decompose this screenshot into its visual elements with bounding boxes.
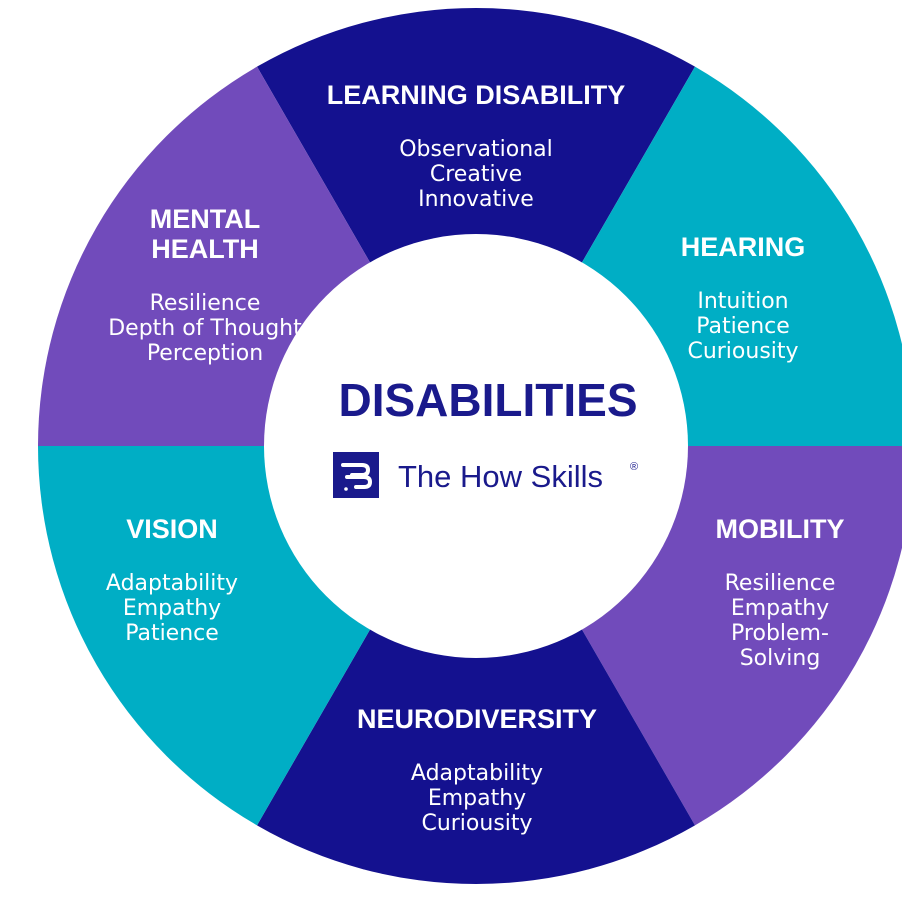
segment-title-neurodiversity: NEURODIVERSITY	[357, 704, 597, 734]
segment-neurodiversity	[257, 446, 695, 884]
segment-skill-learning-disability: Innovative	[418, 187, 534, 212]
center-circle	[264, 234, 688, 658]
segment-skill-mental-health: Depth of Thought	[108, 316, 302, 341]
segment-skill-mobility: Empathy	[731, 596, 829, 621]
segment-title-learning-disability: LEARNING DISABILITY	[327, 80, 626, 110]
segment-label-neurodiversity: NEURODIVERSITY AdaptabilityEmpathyCurious…	[357, 704, 597, 836]
segment-title-hearing: HEARING	[681, 232, 806, 262]
segment-skill-hearing: Patience	[696, 314, 790, 339]
brand-registered-mark: ®	[630, 461, 638, 473]
segment-label-learning-disability: LEARNING DISABILITY ObservationalCreative…	[327, 80, 626, 212]
segment-skill-neurodiversity: Adaptability	[411, 761, 543, 786]
segment-title-mental-health: HEALTH	[151, 234, 259, 264]
segment-skill-vision: Empathy	[123, 596, 221, 621]
segment-skill-hearing: Intuition	[697, 289, 788, 314]
brand-logo: The How Skills ®	[333, 452, 638, 498]
brand-icon-glyph	[341, 463, 373, 491]
segment-skill-mobility: Solving	[740, 646, 821, 671]
segment-skill-mobility: Resilience	[725, 571, 836, 596]
segment-skill-learning-disability: Observational	[399, 137, 553, 162]
segment-skill-neurodiversity: Empathy	[428, 786, 526, 811]
segment-skill-vision: Patience	[125, 621, 219, 646]
segment-skill-mental-health: Perception	[147, 341, 263, 366]
labels-layer: LEARNING DISABILITY ObservationalCreative…	[106, 80, 845, 836]
brand-name: The How Skills	[398, 459, 603, 494]
segment-skill-hearing: Curiousity	[687, 339, 798, 364]
segment-title-vision: VISION	[126, 514, 218, 544]
segment-skill-neurodiversity: Curiousity	[421, 811, 532, 836]
segment-title-mental-health: MENTAL	[150, 204, 260, 234]
segment-skill-mobility: Problem-	[731, 621, 829, 646]
segment-title-mobility: MOBILITY	[716, 514, 845, 544]
segment-learning-disability	[257, 7, 695, 446]
segment-skill-vision: Adaptability	[106, 571, 238, 596]
segment-skill-learning-disability: Creative	[430, 162, 522, 187]
segment-skill-mental-health: Resilience	[150, 291, 261, 316]
center-title: DISABILITIES	[338, 374, 637, 426]
